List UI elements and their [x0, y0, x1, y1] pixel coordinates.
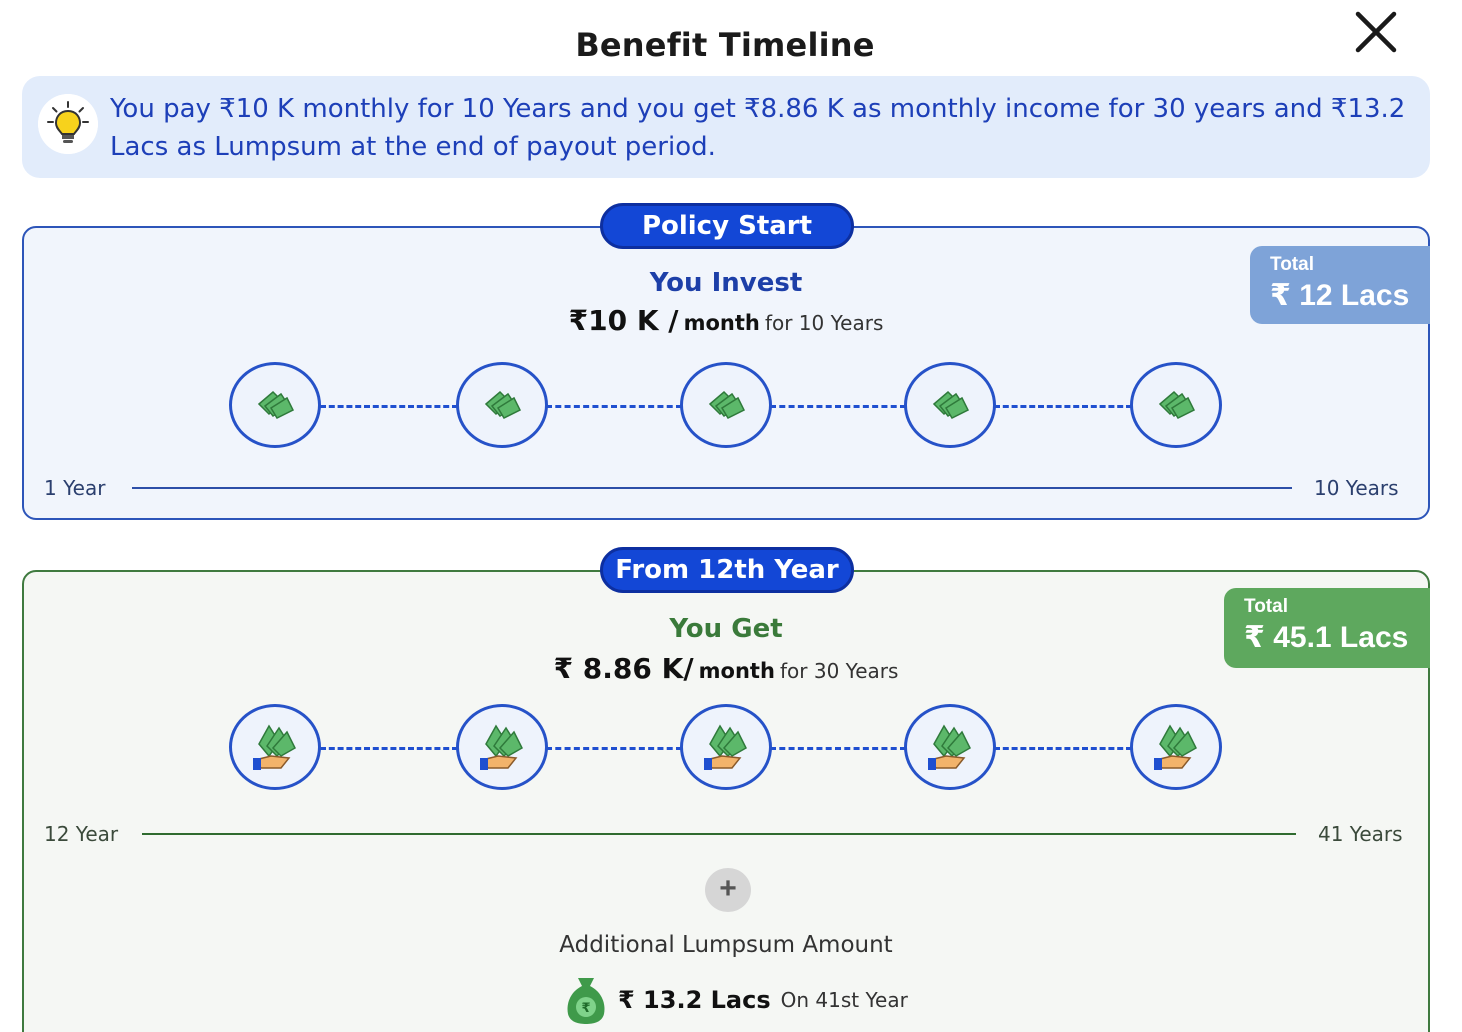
timeline-connector — [994, 747, 1132, 750]
close-icon[interactable] — [1352, 8, 1400, 56]
info-banner: You pay ₹10 K monthly for 10 Years and y… — [22, 76, 1430, 178]
timeline-node — [904, 362, 996, 448]
timeline-connector — [546, 747, 682, 750]
timeline-node — [1130, 362, 1222, 448]
svg-text:₹: ₹ — [581, 1001, 590, 1016]
cash-in-hand-icon — [704, 724, 747, 770]
payout-start-badge: From 12th Year — [600, 547, 854, 593]
cash-in-hand-icon — [480, 724, 523, 770]
invest-heading: You Invest — [649, 268, 803, 298]
payout-total-label: Total — [1244, 596, 1288, 617]
cash-stack-icon — [484, 390, 522, 419]
axis-start-label: 12 Year — [44, 822, 119, 846]
payout-timeline — [24, 704, 1428, 794]
payout-total-value: ₹ 45.1 Lacs — [1244, 621, 1409, 654]
timeline-node — [1130, 704, 1222, 790]
cash-stack-icon — [708, 390, 746, 419]
payout-card: From 12th Year Total ₹ 45.1 Lacs You Get… — [22, 547, 1430, 1032]
payout-amount: ₹ 8.86 K/ — [553, 652, 694, 685]
invest-unit: month — [683, 311, 760, 335]
cash-stack-icon — [932, 390, 970, 419]
payout-heading: You Get — [669, 614, 783, 644]
cash-stack-icon — [257, 390, 295, 419]
timeline-node — [904, 704, 996, 790]
payout-unit: month — [698, 659, 775, 683]
lightbulb-icon — [38, 94, 98, 154]
invest-duration: for 10 Years — [764, 311, 884, 335]
invest-card: Policy Start Total ₹ 12 Lacs You Invest … — [22, 203, 1430, 520]
cash-in-hand-icon — [253, 724, 296, 770]
axis-end-label: 41 Years — [1318, 822, 1403, 846]
invest-total-value: ₹ 12 Lacs — [1270, 279, 1410, 312]
timeline-node — [229, 362, 321, 448]
timeline-connector — [320, 747, 458, 750]
timeline-connector — [770, 747, 906, 750]
money-bag-icon: ₹ — [567, 978, 605, 1024]
policy-start-badge: Policy Start — [600, 203, 854, 249]
axis-line — [132, 487, 1292, 489]
timeline-connector — [770, 405, 906, 408]
invest-total-label: Total — [1270, 254, 1314, 275]
cash-stack-icon — [1158, 390, 1196, 419]
invest-amount-line: ₹10 K / month for 10 Years — [24, 304, 1428, 337]
timeline-node — [456, 362, 548, 448]
dialog-title: Benefit Timeline — [575, 26, 875, 64]
axis-end-label: 10 Years — [1314, 476, 1399, 500]
timeline-connector — [320, 405, 458, 408]
info-text: You pay ₹10 K monthly for 10 Years and y… — [110, 94, 1406, 162]
lumpsum-label: Additional Lumpsum Amount — [559, 932, 893, 958]
timeline-node — [680, 362, 772, 448]
invest-amount: ₹10 K / — [568, 304, 679, 337]
invest-timeline — [24, 362, 1428, 452]
cash-in-hand-icon — [1154, 724, 1197, 770]
lumpsum-value: ₹ 13.2 Lacs — [618, 986, 771, 1014]
timeline-connector — [546, 405, 682, 408]
payout-amount-line: ₹ 8.86 K/ month for 30 Years — [24, 652, 1428, 685]
plus-icon: + — [705, 868, 751, 912]
payout-duration: for 30 Years — [780, 659, 899, 683]
lumpsum-row: ₹ ₹ 13.2 Lacs On 41st Year — [564, 974, 908, 1026]
invest-total-badge: Total ₹ 12 Lacs — [1250, 246, 1430, 324]
axis-line — [142, 833, 1296, 835]
payout-axis: 12 Year 41 Years — [24, 820, 1428, 850]
payout-total-badge: Total ₹ 45.1 Lacs — [1224, 588, 1430, 668]
invest-axis: 1 Year 10 Years — [24, 474, 1428, 504]
timeline-connector — [994, 405, 1132, 408]
timeline-node — [456, 704, 548, 790]
timeline-node — [680, 704, 772, 790]
axis-start-label: 1 Year — [44, 476, 106, 500]
cash-in-hand-icon — [928, 724, 971, 770]
lumpsum-when: On 41st Year — [780, 988, 908, 1012]
timeline-node — [229, 704, 321, 790]
